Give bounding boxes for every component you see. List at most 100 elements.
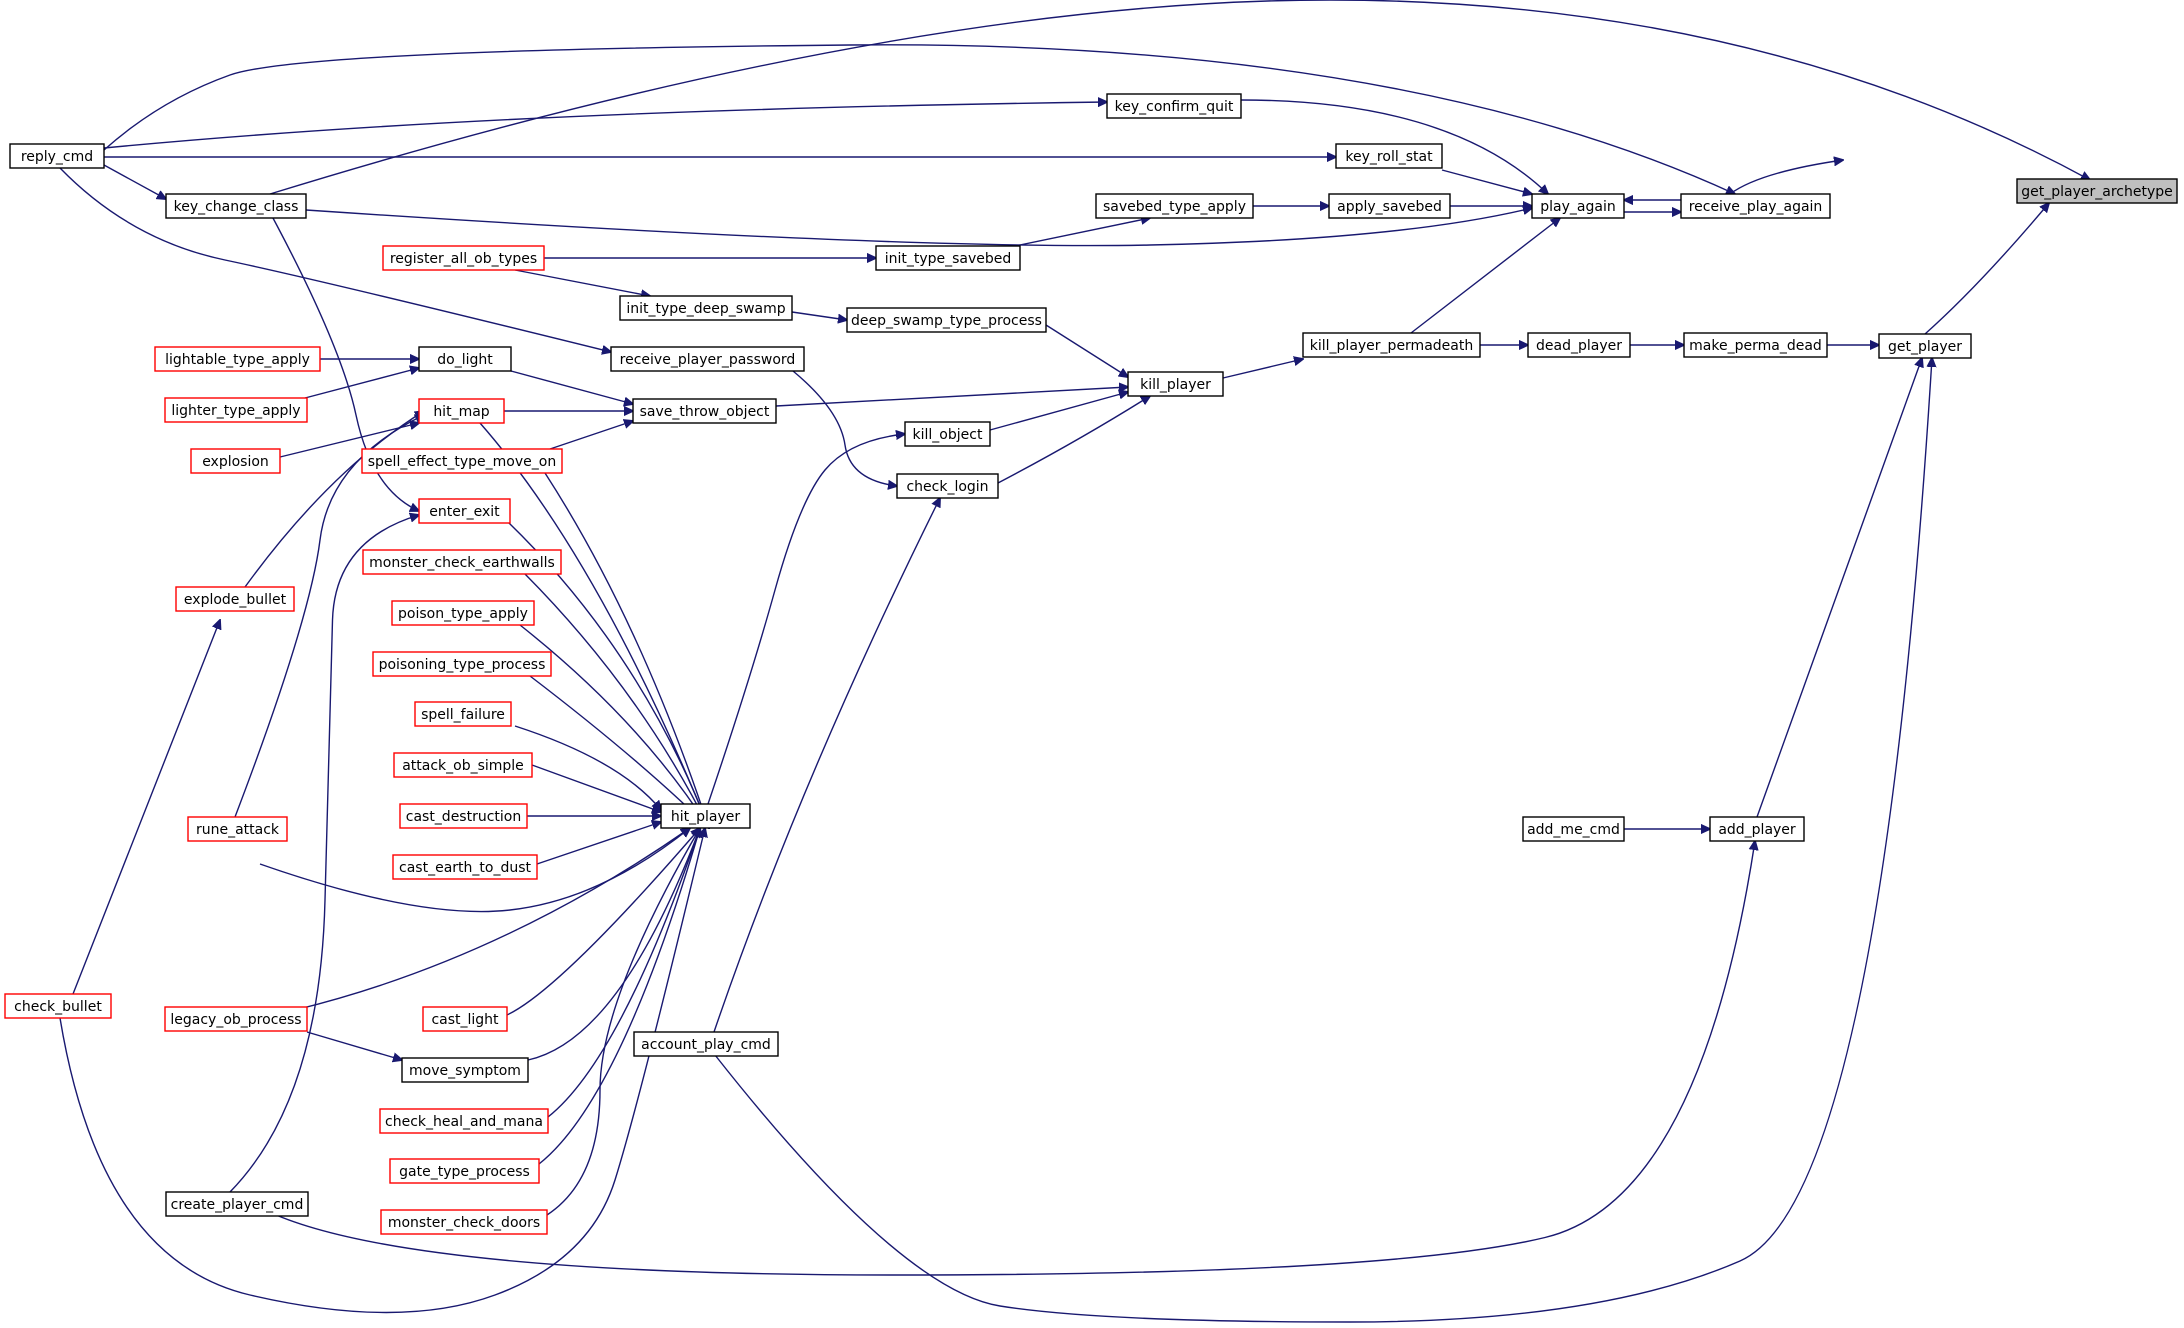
node-receive_play_again[interactable]: receive_play_again (1680, 193, 1831, 219)
edge-line (229, 515, 419, 1193)
node-label: legacy_ob_process (170, 1012, 301, 1028)
node-account_play_cmd[interactable]: account_play_cmd (633, 1031, 779, 1057)
node-label: check_bullet (14, 999, 102, 1015)
edge-key_change_class-to-get_player_archetype (269, 0, 2090, 195)
node-register_all_ob_types[interactable]: register_all_ob_types (382, 245, 545, 271)
node-box (187, 816, 288, 842)
node-label: monster_check_doors (388, 1215, 540, 1231)
node-label: cast_light (431, 1012, 499, 1028)
node-hit_map[interactable]: hit_map (418, 398, 505, 424)
node-rune_attack[interactable]: rune_attack (187, 816, 288, 842)
node-enter_exit[interactable]: enter_exit (418, 498, 511, 524)
node-poison_type_apply[interactable]: poison_type_apply (391, 600, 535, 626)
node-box (391, 600, 535, 626)
node-label: init_type_deep_swamp (626, 301, 785, 317)
edge-line (304, 368, 419, 399)
edge-explode_bullet-to-hit_map (244, 411, 424, 588)
node-poisoning_type_process[interactable]: poisoning_type_process (372, 651, 552, 677)
node-label: savebed_type_apply (1103, 199, 1246, 215)
node-hit_player[interactable]: hit_player (660, 803, 751, 829)
node-label: receive_play_again (1689, 199, 1823, 215)
node-explode_bullet[interactable]: explode_bullet (175, 586, 295, 612)
node-box (1522, 816, 1625, 842)
edge-line (527, 828, 700, 1061)
edge-move_symptom-to-hit_player (527, 828, 700, 1061)
edge-monster_check_doors-to-hit_player (546, 828, 700, 1216)
node-savebed_type_apply[interactable]: savebed_type_apply (1095, 193, 1254, 219)
edge-reply_cmd-to-key_change_class (103, 164, 166, 199)
node-box (1709, 816, 1805, 842)
node-add_player[interactable]: add_player (1709, 816, 1805, 842)
edge-account_play_cmd-to-get_player (714, 358, 1932, 1323)
node-dead_player[interactable]: dead_player (1527, 332, 1631, 358)
edge-line (294, 828, 690, 1011)
node-check_bullet[interactable]: check_bullet (4, 993, 112, 1019)
node-kill_object[interactable]: kill_object (904, 421, 991, 447)
node-do_light[interactable]: do_light (418, 346, 512, 372)
node-receive_player_password[interactable]: receive_player_password (610, 346, 805, 372)
edge-line (499, 367, 633, 404)
edge-spell_failure-to-hit_player (514, 725, 661, 810)
node-gate_type_process[interactable]: gate_type_process (389, 1158, 540, 1184)
node-label: cast_destruction (406, 809, 522, 825)
node-save_throw_object[interactable]: save_throw_object (632, 398, 777, 424)
node-cast_destruction[interactable]: cast_destruction (399, 803, 528, 829)
node-label: rune_attack (196, 822, 280, 838)
node-label: monster_check_earthwalls (369, 555, 555, 571)
node-play_again[interactable]: play_again (1531, 193, 1625, 219)
edge-deep_swamp_type_process-to-kill_player (1045, 324, 1128, 377)
node-key_roll_stat[interactable]: key_roll_stat (1335, 143, 1443, 169)
node-lighter_type_apply[interactable]: lighter_type_apply (164, 397, 308, 423)
node-spell_failure[interactable]: spell_failure (414, 701, 512, 727)
node-label: lighter_type_apply (171, 403, 300, 419)
node-reply_cmd[interactable]: reply_cmd (9, 143, 105, 169)
node-spell_effect_type_move_on[interactable]: spell_effect_type_move_on (361, 448, 563, 474)
node-check_login[interactable]: check_login (896, 473, 999, 499)
edge-kill_player_permadeath-to-play_again (1410, 218, 1560, 334)
node-lightable_type_apply[interactable]: lightable_type_apply (154, 346, 321, 372)
edge-line (1045, 324, 1128, 377)
node-box (392, 854, 538, 880)
node-add_me_cmd[interactable]: add_me_cmd (1522, 816, 1625, 842)
node-cast_light[interactable]: cast_light (422, 1006, 508, 1032)
edge-line (305, 208, 1532, 247)
node-legacy_ob_process[interactable]: legacy_ob_process (164, 1006, 308, 1032)
node-init_type_deep_swamp[interactable]: init_type_deep_swamp (619, 295, 793, 321)
edge-line (519, 624, 709, 828)
node-attack_ob_simple[interactable]: attack_ob_simple (393, 752, 533, 778)
node-init_type_savebed[interactable]: init_type_savebed (875, 245, 1021, 271)
edge-kill_object-to-kill_player (989, 392, 1128, 431)
node-label: kill_object (913, 427, 983, 443)
edge-gate_type_process-to-hit_player (538, 828, 700, 1165)
node-label: enter_exit (429, 504, 500, 520)
node-explosion[interactable]: explosion (190, 448, 281, 474)
edge-key_change_class-to-play_again (305, 208, 1532, 247)
node-box (418, 346, 512, 372)
node-box (380, 1209, 548, 1235)
node-box (1095, 193, 1254, 219)
node-kill_player_permadeath[interactable]: kill_player_permadeath (1302, 332, 1481, 358)
edge-line (1441, 169, 1532, 194)
node-box (619, 295, 793, 321)
node-key_confirm_quit[interactable]: key_confirm_quit (1106, 93, 1242, 119)
node-box (610, 346, 805, 372)
node-key_change_class[interactable]: key_change_class (165, 193, 307, 219)
node-kill_player[interactable]: kill_player (1127, 371, 1224, 397)
node-cast_earth_to_dust[interactable]: cast_earth_to_dust (392, 854, 538, 880)
edge-line (514, 269, 650, 296)
node-box (164, 1006, 308, 1032)
node-move_symptom[interactable]: move_symptom (401, 1057, 529, 1083)
node-deep_swamp_type_process[interactable]: deep_swamp_type_process (846, 307, 1047, 333)
edge-line (506, 828, 700, 1016)
node-monster_check_doors[interactable]: monster_check_doors (380, 1209, 548, 1235)
node-make_perma_dead[interactable]: make_perma_dead (1683, 332, 1828, 358)
node-get_player[interactable]: get_player (1878, 333, 1972, 359)
edge-poison_type_apply-to-hit_player (519, 624, 709, 828)
node-create_player_cmd[interactable]: create_player_cmd (165, 1191, 309, 1217)
edge-line (1756, 358, 1922, 818)
node-apply_savebed[interactable]: apply_savebed (1328, 193, 1451, 219)
edge-kill_player-to-kill_player_permadeath (1222, 359, 1303, 379)
node-check_heal_and_mana[interactable]: check_heal_and_mana (379, 1108, 549, 1134)
node-monster_check_earthwalls[interactable]: monster_check_earthwalls (362, 549, 562, 575)
